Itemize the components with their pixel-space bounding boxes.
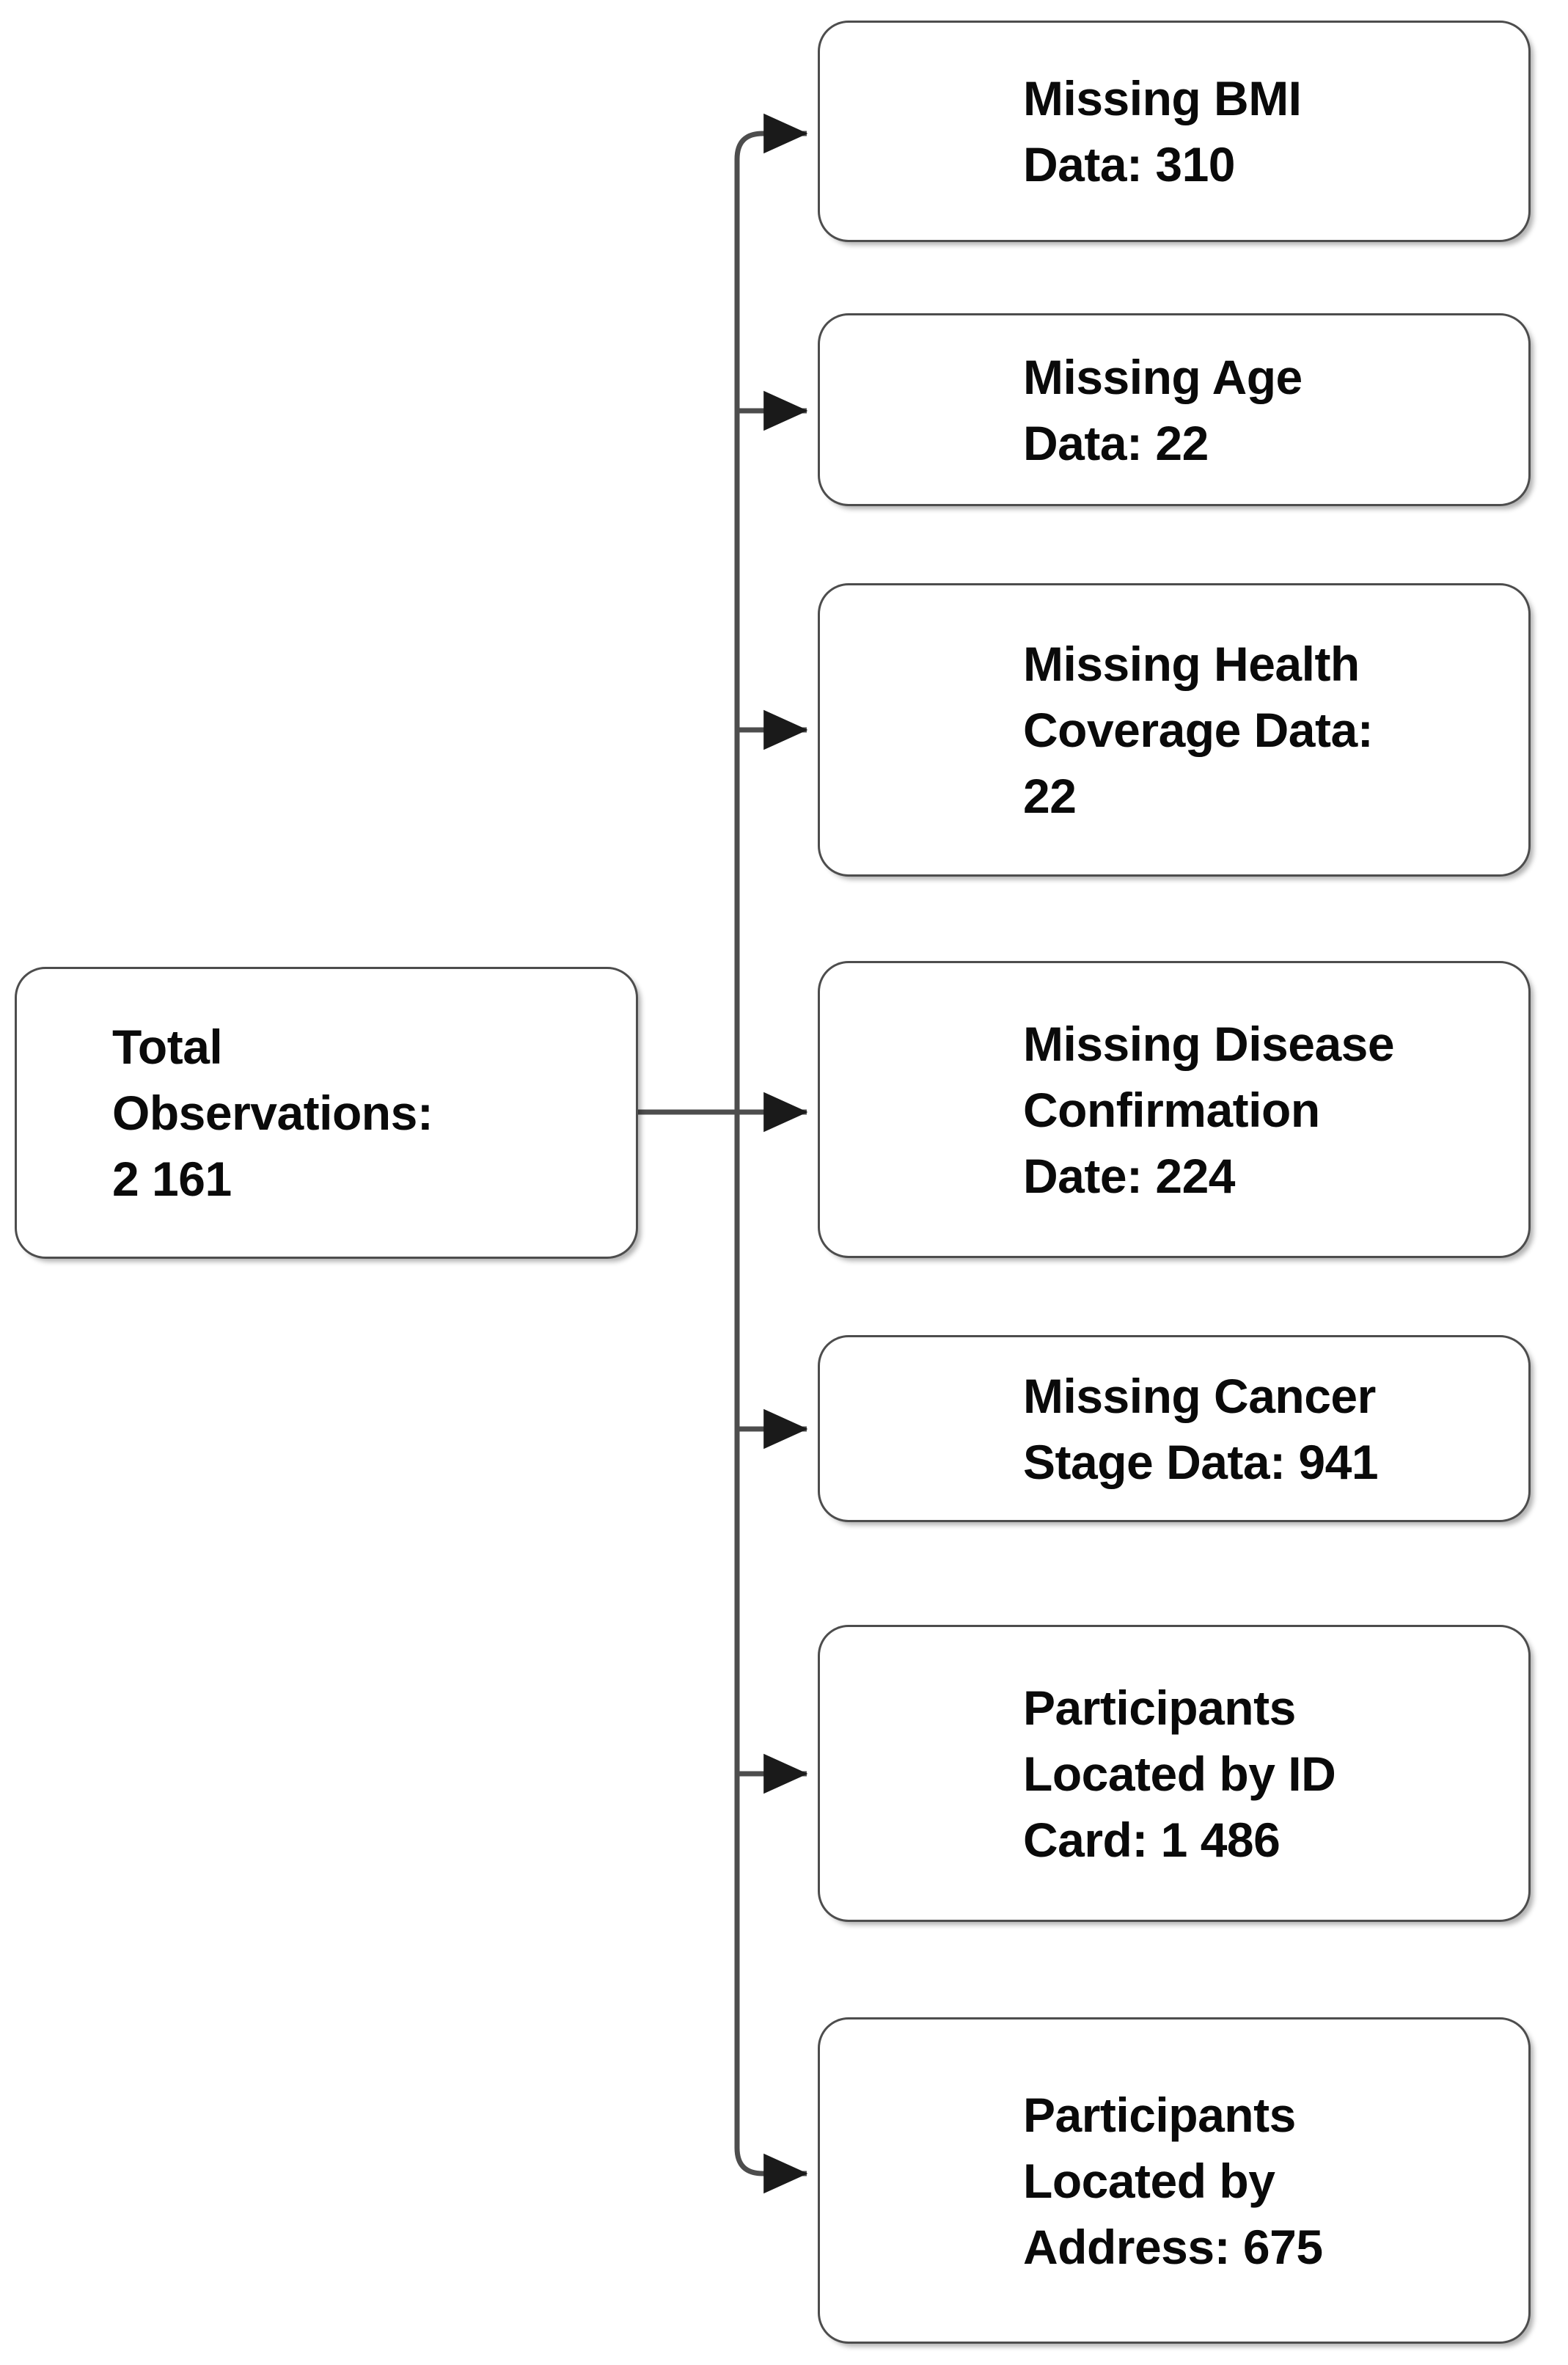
node-missing-age-data[interactable]: Missing Age Data: 22 bbox=[818, 313, 1531, 506]
node-missing-health-coverage-data[interactable]: Missing Health Coverage Data: 22 bbox=[818, 583, 1531, 877]
node-participants-located-by-id-card-label: Participants Located by ID Card: 1 486 bbox=[1023, 1680, 1336, 1867]
node-missing-bmi-data[interactable]: Missing BMI Data: 310 bbox=[818, 21, 1531, 242]
node-missing-age-data-label: Missing Age Data: 22 bbox=[1023, 349, 1303, 470]
node-total-observations[interactable]: Total Observations: 2 161 bbox=[15, 967, 638, 1259]
node-participants-located-by-address[interactable]: Participants Located by Address: 675 bbox=[818, 2017, 1531, 2344]
node-missing-cancer-stage-data[interactable]: Missing Cancer Stage Data: 941 bbox=[818, 1335, 1531, 1522]
connector-to-missing-bmi-data bbox=[734, 113, 808, 160]
node-missing-health-coverage-data-label: Missing Health Coverage Data: 22 bbox=[1023, 637, 1374, 823]
node-participants-located-by-address-label: Participants Located by Address: 675 bbox=[1023, 2087, 1323, 2274]
node-missing-disease-confirmation-date[interactable]: Missing Disease Confirmation Date: 224 bbox=[818, 961, 1531, 1258]
node-total-observations-label: Total Observations: 2 161 bbox=[112, 1020, 433, 1206]
node-participants-located-by-id-card[interactable]: Participants Located by ID Card: 1 486 bbox=[818, 1625, 1531, 1922]
connector-to-participants-located-by-address bbox=[734, 2147, 808, 2194]
node-missing-disease-confirmation-date-label: Missing Disease Confirmation Date: 224 bbox=[1023, 1016, 1395, 1203]
node-missing-bmi-data-label: Missing BMI Data: 310 bbox=[1023, 71, 1302, 191]
node-missing-cancer-stage-data-label: Missing Cancer Stage Data: 941 bbox=[1023, 1368, 1379, 1489]
